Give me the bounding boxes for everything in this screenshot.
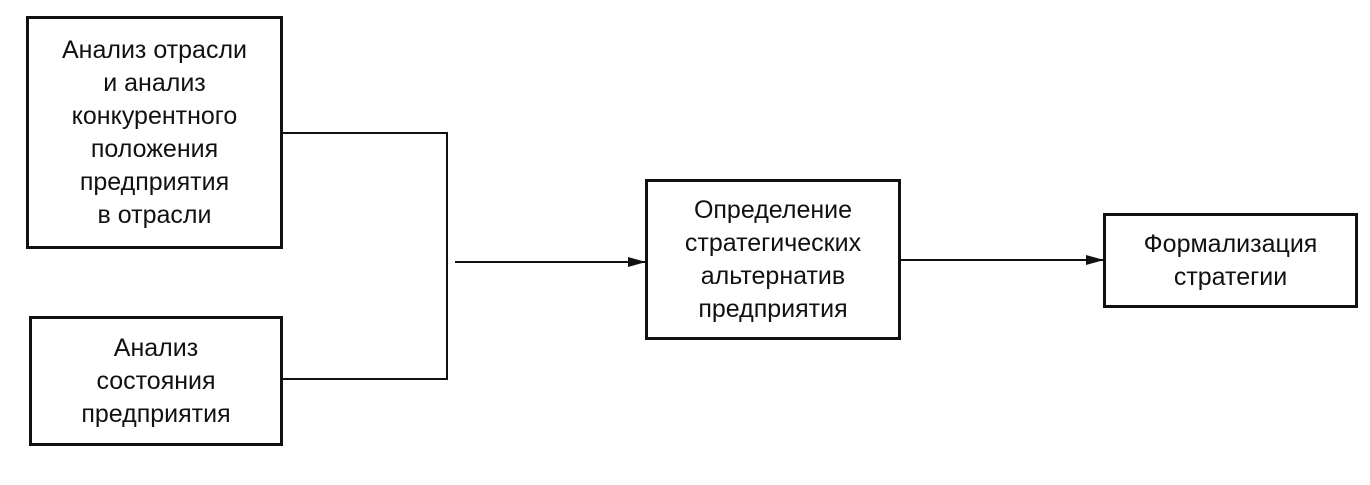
- enterprise-state-box: Анализ состояния предприятия: [29, 316, 283, 446]
- strategy-formalization-box: Формализация стратегии: [1103, 213, 1358, 308]
- strategic-alternatives-box: Определение стратегических альтернатив п…: [645, 179, 901, 340]
- enterprise-state-label: Анализ состояния предприятия: [81, 333, 231, 428]
- strategy-formalization-label: Формализация стратегии: [1143, 229, 1318, 291]
- merge-connector: [283, 132, 448, 380]
- industry-analysis-label: Анализ отрасли и анализ конкурентного по…: [61, 35, 247, 229]
- strategic-alternatives-label: Определение стратегических альтернатив п…: [684, 195, 862, 323]
- industry-analysis-box: Анализ отрасли и анализ конкурентного по…: [26, 16, 283, 249]
